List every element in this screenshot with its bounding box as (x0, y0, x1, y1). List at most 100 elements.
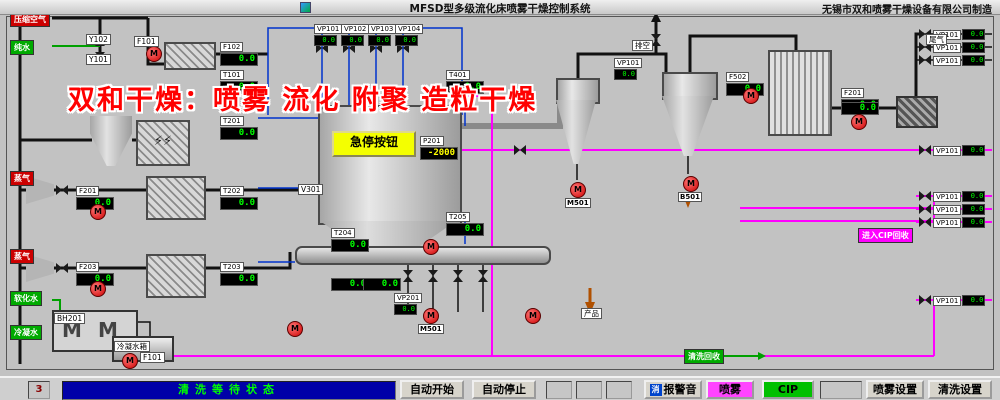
bottom-toolbar: 3 清洗等待状态 自动开始 自动停止 消报警音 喷雾 CIP 喷雾设置 清洗设置 (0, 376, 1000, 400)
pump-icon[interactable]: M (525, 308, 541, 324)
vent-arrow-icon (651, 12, 661, 22)
instrument-display: 0.0 (841, 102, 879, 115)
valve-value-display: 0.0 (962, 191, 986, 202)
instrument-label: F201 (76, 186, 100, 196)
pump-icon[interactable]: M (287, 321, 303, 337)
alarm-counter: 3 (28, 381, 50, 399)
instrument-label: F102 (220, 42, 244, 52)
tag-label: F101 (134, 36, 159, 47)
valve-label: VP101 (933, 204, 962, 215)
instrument-value-display: 0.0 (220, 127, 258, 140)
pump-label: M501 (565, 198, 591, 208)
pump-icon[interactable]: M (851, 114, 867, 130)
instrument-value-display: 0.0 (446, 81, 484, 94)
valve-label: VP102 (341, 24, 370, 34)
valve-value-display: 0.0 (394, 304, 417, 315)
flow-label: 蒸气 (10, 249, 34, 264)
drying-chamber (318, 105, 462, 225)
air-heater (164, 42, 216, 70)
valve-label: VP104 (395, 24, 424, 34)
spray-button[interactable]: 喷雾 (706, 380, 754, 399)
tag-label: 尾气 (926, 34, 947, 45)
valve-value-display: 0.0 (962, 204, 986, 215)
electric-heater: ⚡⚡ (136, 120, 190, 166)
flow-label: 蒸气 (10, 171, 34, 186)
clean-settings-button[interactable]: 清洗设置 (928, 380, 992, 399)
instrument-value-display: 0.0 (220, 81, 258, 94)
flow-label: 进入CIP回收 (858, 228, 913, 243)
valve-value-display: 0.0 (395, 35, 418, 46)
title-bar: MFSD型多级流化床喷雾干燥控制系统 无锡市双和喷雾干燥设备有限公司制造 (0, 0, 1000, 16)
valve-value-display: 0.0 (962, 42, 986, 53)
flow-label: 纯水 (10, 40, 34, 55)
instrument-value-display: 0.0 (363, 278, 401, 291)
instrument-value-display: 0.0 (841, 102, 879, 115)
instrument-label: F201 (841, 88, 865, 98)
pump-icon[interactable]: M (423, 239, 439, 255)
tag-label: V301 (298, 184, 324, 195)
heat-exchanger-2 (146, 254, 206, 298)
instrument-value-display: 0.0 (220, 273, 258, 286)
toolbar-cell (576, 381, 602, 399)
valve-label: VP101 (933, 145, 962, 156)
pump-icon[interactable]: M (146, 46, 162, 62)
instrument-P201: P201-2000 (420, 128, 458, 160)
pump-icon[interactable]: M (90, 204, 106, 220)
instrument-label: T202 (220, 186, 244, 196)
valve-value-display: 0.0 (341, 35, 364, 46)
pump-label: M501 (418, 324, 444, 334)
instrument-label: T101 (220, 70, 244, 80)
flow-label: 冷凝水 (10, 325, 42, 340)
toolbar-cell (606, 381, 632, 399)
valve-value-display: 0.0 (962, 217, 986, 228)
valve-label: VP101 (614, 58, 643, 68)
company-name: 无锡市双和喷雾干燥设备有限公司制造 (822, 5, 992, 16)
pump-icon[interactable]: M (90, 281, 106, 297)
app-icon (300, 2, 311, 13)
cip-button[interactable]: CIP (762, 380, 814, 399)
emergency-stop-button[interactable]: 急停按钮 (332, 131, 416, 157)
instrument-label: P201 (420, 136, 444, 146)
pump-icon[interactable]: M (122, 353, 138, 369)
tag-label: F101 (140, 352, 165, 363)
tag-label: Y102 (86, 34, 111, 45)
flow-label: 软化水 (10, 291, 42, 306)
exhaust-silencer (896, 96, 938, 128)
valve-label: VP101 (933, 217, 962, 228)
valve-label: VP103 (368, 24, 397, 34)
mute-icon: 消 (649, 384, 662, 396)
tag-label: 排空 (632, 40, 653, 51)
instrument-label: T201 (220, 116, 244, 126)
alarm-mute-button[interactable]: 消报警音 (644, 380, 702, 399)
pump-label: B501 (678, 192, 702, 202)
auto-start-button[interactable]: 自动开始 (400, 380, 464, 399)
valve-label: VP101 (933, 191, 962, 202)
instrument-label: T203 (220, 262, 244, 272)
clean-return-arrow-icon (758, 352, 766, 360)
alarm-label: 报警音 (663, 383, 697, 396)
instrument-value-display: 0.0 (446, 223, 484, 236)
pump-icon[interactable]: M (743, 88, 759, 104)
valve-value-display: 0.0 (962, 295, 986, 306)
spray-settings-button[interactable]: 喷雾设置 (866, 380, 924, 399)
auto-stop-button[interactable]: 自动停止 (472, 380, 536, 399)
heat-exchanger-1 (146, 176, 206, 220)
tag-label: 冷凝水箱 (114, 341, 150, 352)
